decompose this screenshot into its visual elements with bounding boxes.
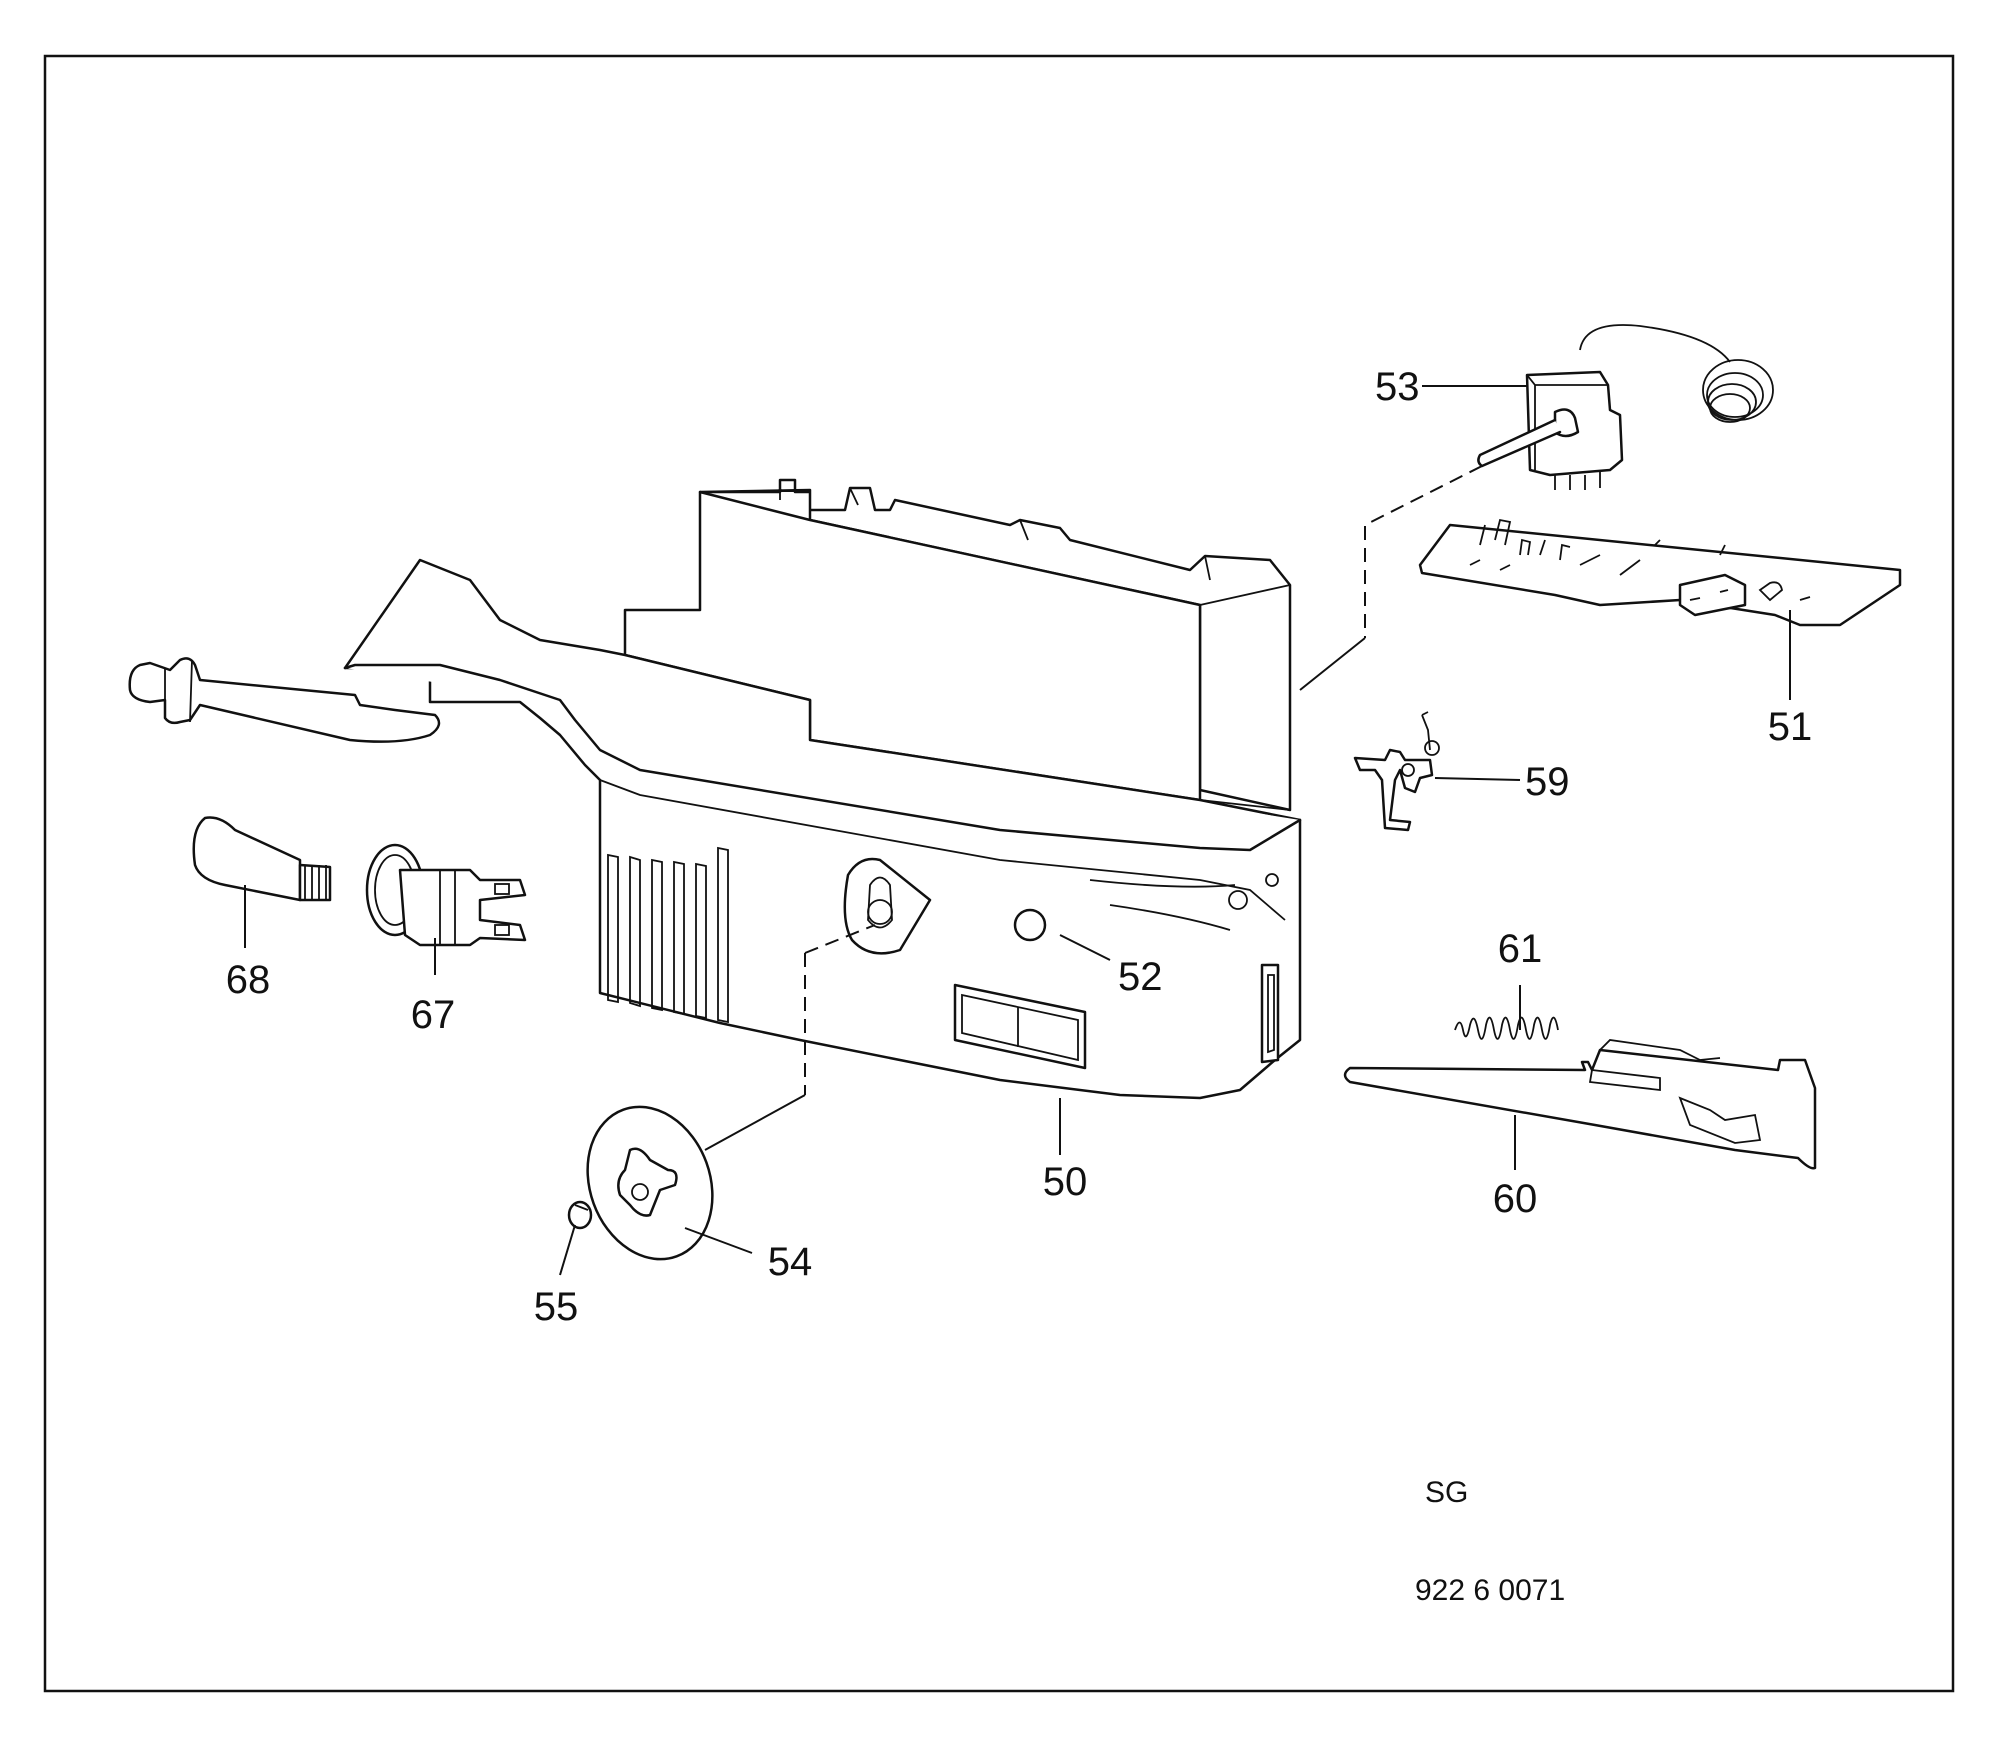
label-61: 61 bbox=[1498, 927, 1543, 971]
label-68: 68 bbox=[226, 958, 271, 1002]
footer-code: SG bbox=[1425, 1476, 1468, 1509]
knob-part-54 bbox=[586, 1105, 714, 1261]
label-53: 53 bbox=[1375, 365, 1420, 409]
pin-part-55 bbox=[567, 1200, 593, 1230]
label-54: 54 bbox=[768, 1240, 813, 1284]
label-52: 52 bbox=[1118, 955, 1163, 999]
label-55: 55 bbox=[534, 1285, 579, 1329]
diagram-border bbox=[43, 54, 1955, 1693]
leader-lines bbox=[244, 385, 1791, 1276]
housing-part-50 bbox=[128, 478, 1302, 1100]
thermostat-part-53 bbox=[1477, 324, 1774, 490]
footer-drawing-number: 922 6 0071 bbox=[1415, 1574, 1565, 1607]
lampholder-part-67 bbox=[365, 843, 527, 947]
label-67: 67 bbox=[411, 993, 456, 1037]
part-labels: 53 51 59 61 60 52 50 54 55 67 68 bbox=[226, 365, 1813, 1329]
label-59: 59 bbox=[1525, 760, 1570, 804]
knob-stem-part-68 bbox=[192, 816, 332, 902]
label-51: 51 bbox=[1768, 705, 1813, 749]
label-60: 60 bbox=[1493, 1177, 1538, 1221]
label-50: 50 bbox=[1043, 1160, 1088, 1204]
lever-part-59 bbox=[1353, 711, 1440, 832]
slider-part-60 bbox=[1343, 1039, 1817, 1170]
spring-part-61 bbox=[1454, 1016, 1559, 1040]
pcb-part-51 bbox=[1418, 518, 1902, 627]
